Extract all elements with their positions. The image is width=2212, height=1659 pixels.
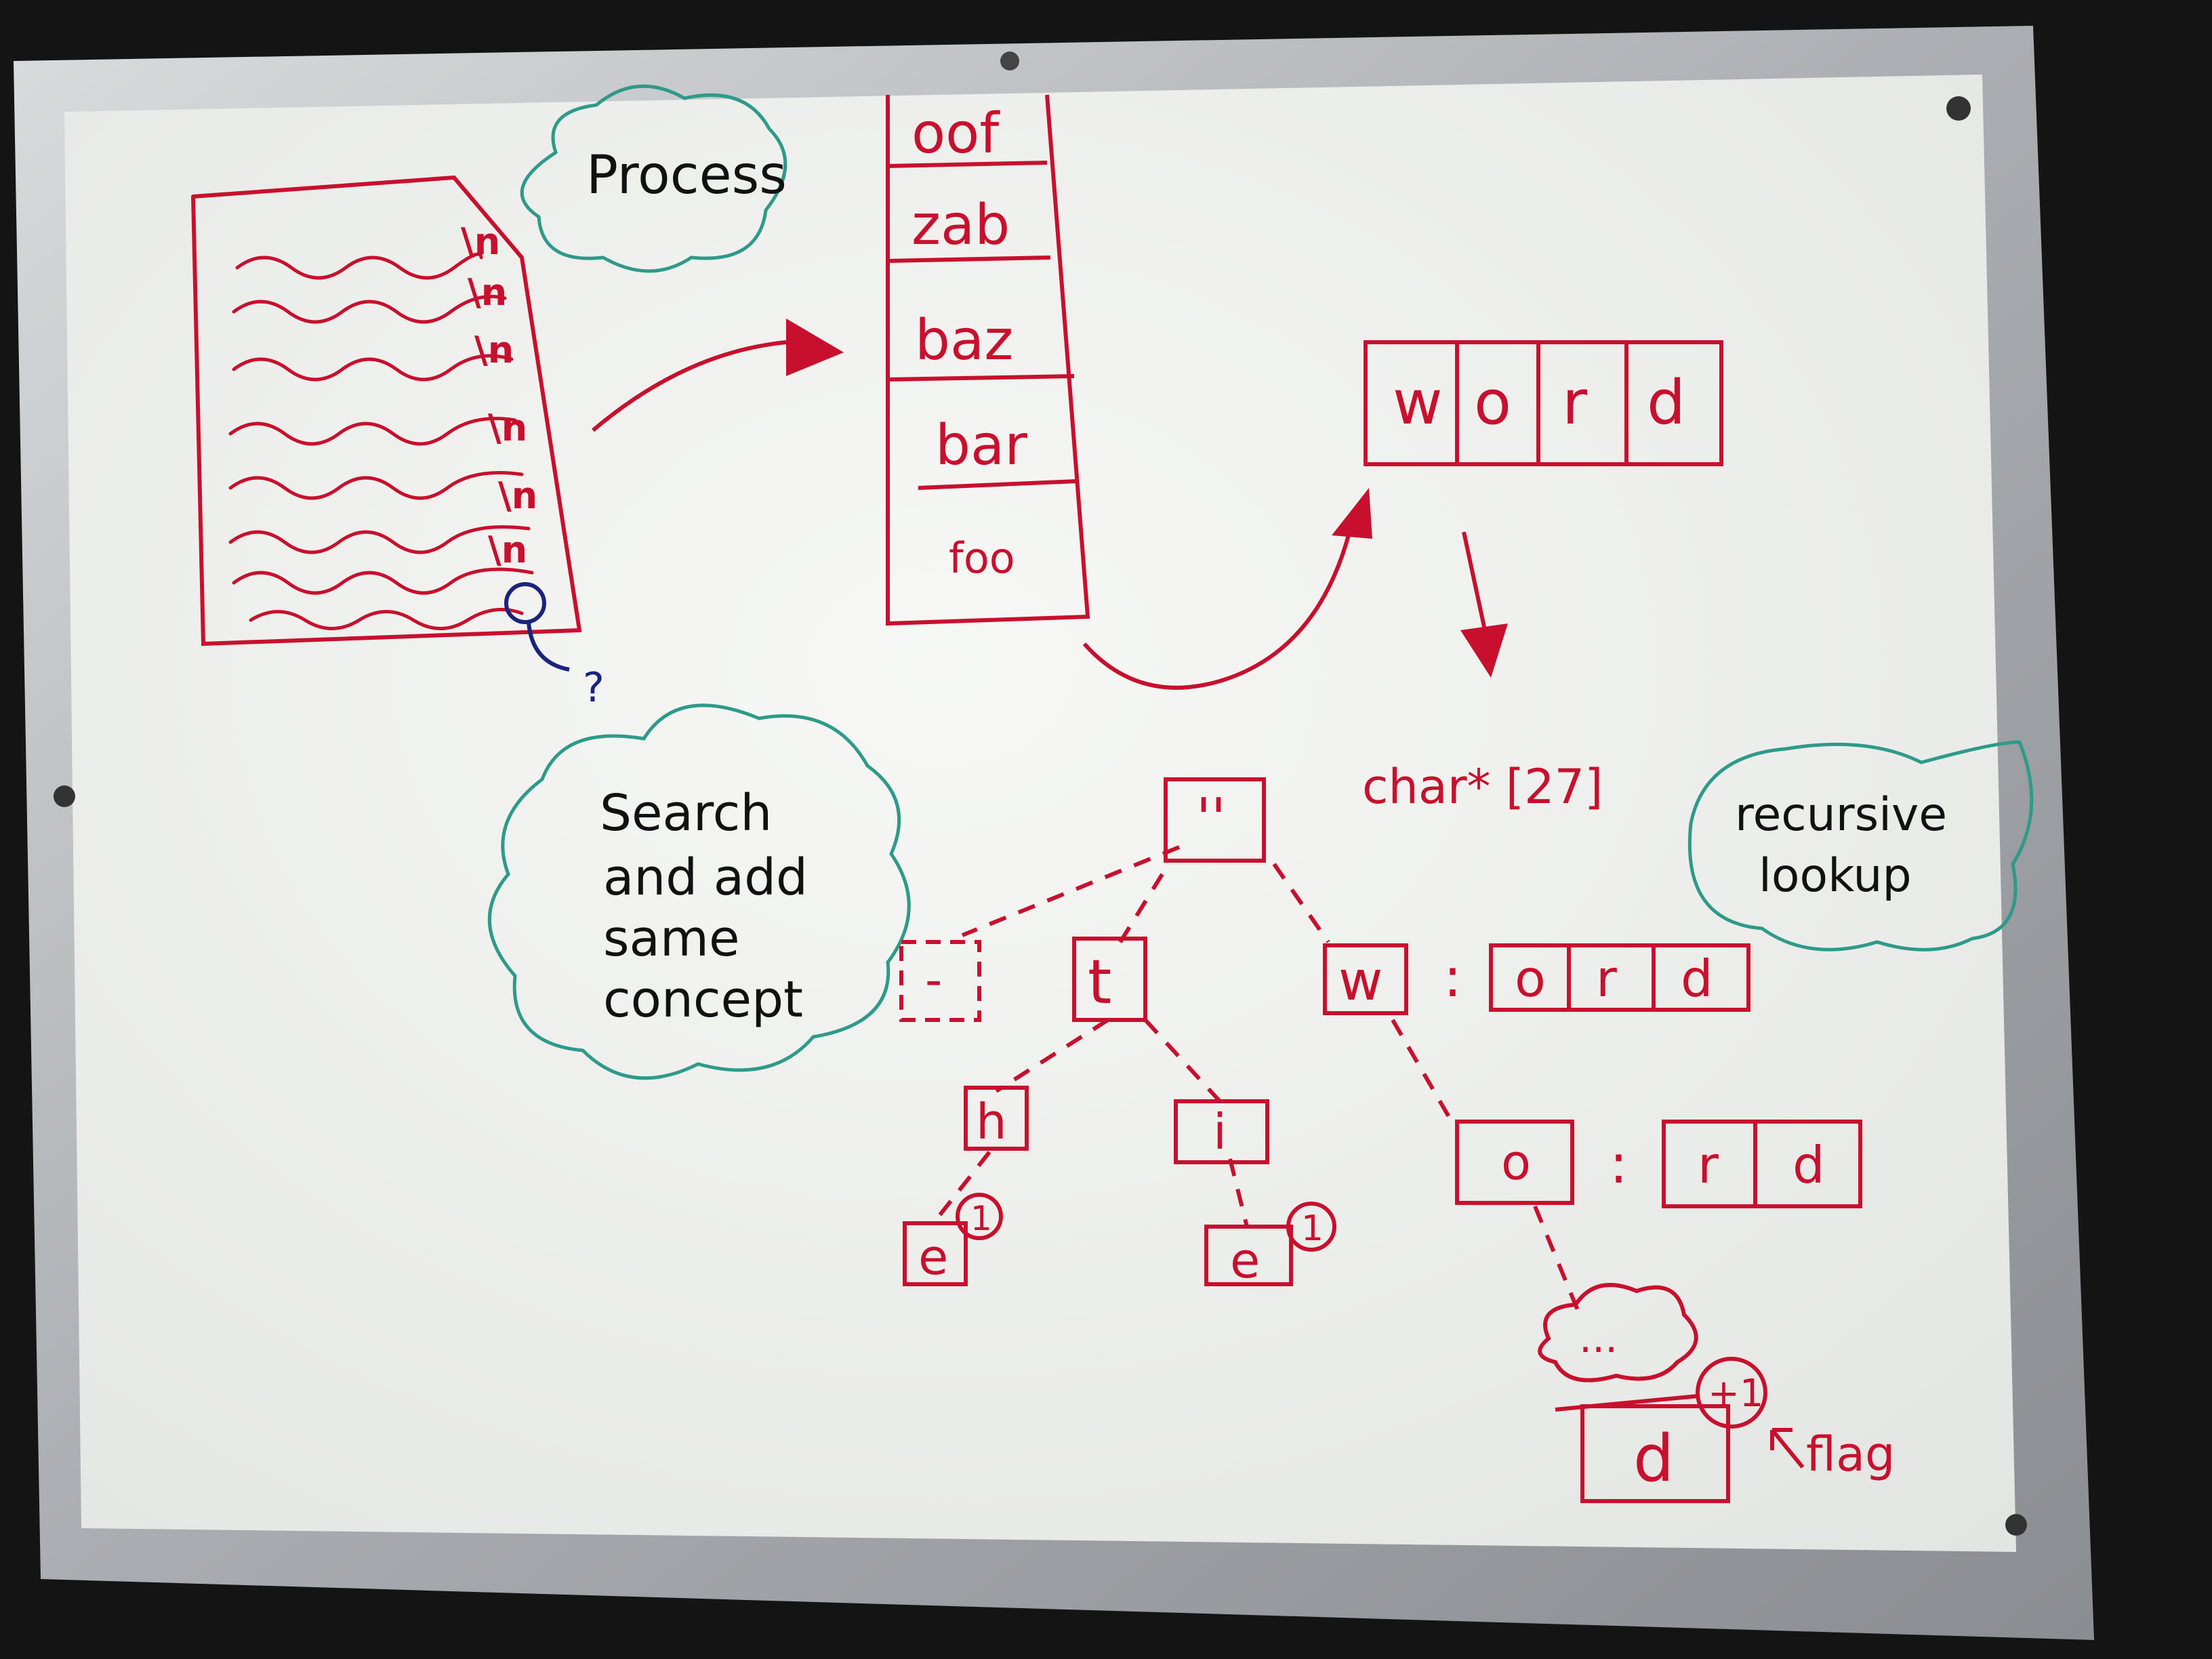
recursive-line: recursive: [1735, 788, 1947, 842]
flag-label: flag: [1806, 1427, 1895, 1482]
stack-words: oof zab baz bar foo: [912, 102, 1027, 583]
search-cloud-text: Search and add same concept: [600, 784, 808, 1029]
frame-screw: [1946, 96, 1971, 121]
ellipsis-cloud: [1538, 1283, 1698, 1382]
squiggle-lines: [228, 252, 534, 630]
trie-edges: [937, 845, 1584, 1323]
trie-node-w-box: [1323, 943, 1408, 1015]
count-circle-right: [1286, 1202, 1336, 1252]
trie-node-e-left: e: [918, 1229, 948, 1286]
w-suffix-array: [1489, 943, 1750, 1012]
search-line: concept: [603, 970, 803, 1029]
line-ending-labels: \n \n \n \n \n \n: [461, 220, 537, 571]
arrow-file-to-stack: [592, 319, 844, 432]
arrow-word-to-trie: [1460, 531, 1508, 678]
word-array: [1364, 340, 1723, 466]
search-line: same: [603, 909, 740, 968]
o-suffix-letter: d: [1793, 1135, 1825, 1195]
question-mark: ?: [583, 664, 605, 712]
line-ending: \n: [468, 271, 507, 314]
trie-node-t: t: [1088, 947, 1111, 1018]
stack-word: foo: [949, 533, 1015, 583]
w-suffix-letter: r: [1596, 949, 1617, 1008]
recursive-line: lookup: [1759, 849, 1912, 903]
line-ending: \n: [498, 474, 537, 517]
word-letters: w o r d: [1393, 367, 1685, 438]
recursive-cloud-text: recursive lookup: [1735, 788, 1947, 903]
trie-node-d: d: [1633, 1422, 1674, 1496]
stack-word: oof: [912, 102, 1000, 166]
file-outline: [191, 175, 582, 647]
count-left: 1: [970, 1199, 992, 1238]
word-letter: w: [1393, 367, 1443, 438]
search-line: Search: [600, 784, 772, 842]
line-ending: \n: [488, 529, 527, 571]
word-letter: r: [1562, 367, 1587, 438]
ellipsis: ...: [1579, 1315, 1618, 1362]
stack-word: baz: [915, 308, 1013, 373]
d-count-circle: [1696, 1357, 1767, 1429]
trie-nodes: [899, 777, 1862, 1503]
count-circle-left: [956, 1193, 1003, 1240]
word-letter: d: [1647, 367, 1685, 438]
trie-node-i-box: [1174, 1099, 1269, 1164]
line-ending: \n: [474, 329, 514, 371]
trie-root-box: [1164, 777, 1266, 863]
word-letter: o: [1474, 367, 1511, 438]
recursive-cloud: [1687, 740, 2034, 951]
d-count: +1: [1708, 1372, 1764, 1416]
process-cloud: Process: [520, 84, 787, 273]
arrow-stack-to-word: [1082, 488, 1372, 690]
frame-screw: [2005, 1514, 2027, 1536]
search-line: and add: [603, 848, 808, 907]
trie-node-i: i: [1213, 1103, 1227, 1160]
frame-screw: [1000, 52, 1019, 70]
trie-node-d-box: [1580, 1404, 1730, 1503]
frame-screw: [54, 785, 75, 807]
trie-node-w: w: [1338, 949, 1382, 1012]
root-annotation: char* [27]: [1362, 759, 1603, 815]
text-file-diagram: [191, 175, 582, 647]
word-stack: [886, 94, 1090, 626]
trie-node-e-right-box: [1204, 1225, 1293, 1286]
trie-node-h-box: [964, 1086, 1029, 1151]
o-suffix-letter: r: [1698, 1135, 1719, 1195]
stack-word: zab: [912, 193, 1010, 258]
line-ending: \n: [461, 220, 500, 263]
trie-node-o: o: [1501, 1134, 1531, 1191]
trie-labels: '' char* [27] - t w : o r d h i e e 1 1 …: [918, 759, 1895, 1496]
trie-node-e-right: e: [1230, 1232, 1260, 1289]
w-suffix-letter: o: [1515, 949, 1546, 1008]
stack-word: bar: [935, 413, 1027, 478]
o-suffix-sep: :: [1610, 1132, 1628, 1195]
trie-dashed-box: [899, 940, 981, 1022]
w-suffix-sep: :: [1443, 946, 1462, 1009]
line-ending: \n: [488, 407, 527, 449]
flag-arrow: [1770, 1428, 1805, 1469]
w-suffix-letter: d: [1681, 949, 1713, 1008]
count-right: 1: [1301, 1208, 1324, 1249]
process-label: Process: [586, 145, 787, 206]
trie-node-e-left-box: [903, 1221, 968, 1286]
unknown-line-ending: ?: [504, 582, 605, 712]
trie-node-o-box: [1455, 1120, 1574, 1205]
search-cloud: [487, 703, 911, 1080]
d-node-shelf: [1555, 1394, 1698, 1412]
trie-node-t-box: [1072, 937, 1147, 1022]
trie-dashed-label: -: [925, 952, 942, 1008]
trie-root-label: '': [1196, 787, 1226, 850]
o-suffix-array: [1662, 1120, 1862, 1208]
trie-node-h: h: [976, 1093, 1007, 1150]
